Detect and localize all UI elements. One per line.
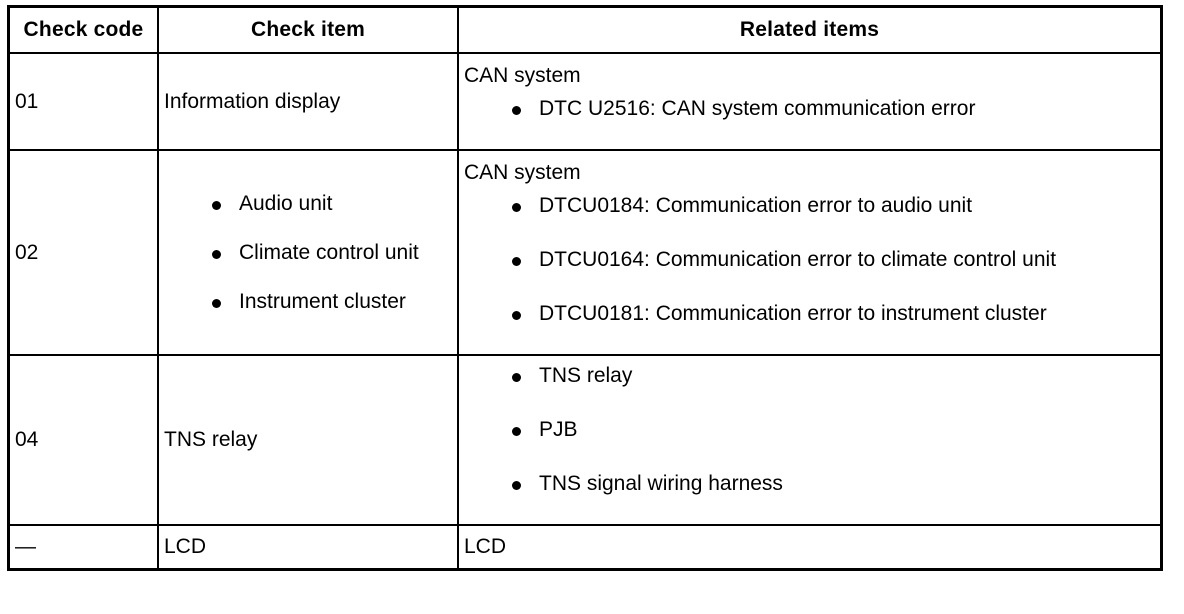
cell-related-items: CAN system DTC U2516: CAN system communi… (457, 52, 1162, 151)
related-items-list: DTC U2516: CAN system communication erro… (459, 95, 1160, 122)
table-header: Check code Check item Related items (8, 6, 1162, 54)
list-item: DTC U2516: CAN system communication erro… (459, 95, 1160, 122)
related-lead-text: CAN system (464, 161, 581, 184)
bullet-dot-icon (212, 299, 221, 308)
bullet-dot-icon (512, 311, 521, 320)
check-item-text: LCD (164, 535, 207, 558)
cell-check-code: 04 (8, 354, 159, 526)
list-item: Climate control unit (159, 239, 457, 266)
cell-related-items: LCD (457, 524, 1162, 570)
bullet-dot-icon (512, 373, 521, 382)
cell-check-item: TNS relay (157, 354, 459, 526)
table-row: 04 TNS relay TNS relay (8, 354, 1162, 526)
bullet-dot-icon (512, 427, 521, 436)
related-lead-text: LCD (464, 535, 507, 558)
table-header-row: Check code Check item Related items (8, 6, 1162, 54)
check-item-text: TNS relay (164, 428, 258, 451)
list-item: DTCU0184: Communication error to audio u… (459, 192, 1160, 219)
table-row: 02 Audio unit Climate control unit (8, 149, 1162, 356)
list-item-label: Climate control unit (239, 241, 419, 264)
list-item: PJB (459, 416, 1160, 443)
check-item-text: Information display (164, 89, 341, 113)
cell-check-code: — (8, 524, 159, 570)
cell-related-items: TNS relay PJB TNS signal wiring harness (457, 354, 1162, 526)
list-item-label: DTCU0164: Communication error to climate… (539, 248, 1057, 271)
related-items-list: DTCU0184: Communication error to audio u… (459, 192, 1160, 327)
list-item-label: Audio unit (239, 192, 333, 215)
cell-related-items: CAN system DTCU0184: Communication error… (457, 149, 1162, 356)
check-code-value: 02 (15, 240, 39, 264)
bullet-dot-icon (512, 481, 521, 490)
check-item-list: Audio unit Climate control unit Instrume… (159, 190, 457, 315)
bullet-dot-icon (512, 106, 521, 115)
list-item: Audio unit (159, 190, 457, 217)
related-items-list: TNS relay PJB TNS signal wiring harness (459, 362, 1160, 497)
list-item: TNS signal wiring harness (459, 470, 1160, 497)
list-item: Instrument cluster (159, 288, 457, 315)
list-item-label: DTCU0184: Communication error to audio u… (539, 194, 973, 217)
bullet-dot-icon (512, 257, 521, 266)
cell-check-item: Information display (157, 52, 459, 151)
list-item-label: DTC U2516: CAN system communication erro… (539, 97, 976, 120)
list-item-label: Instrument cluster (239, 290, 406, 313)
column-header-related-items: Related items (457, 6, 1162, 54)
cell-check-item: LCD (157, 524, 459, 570)
check-code-value: 04 (15, 428, 39, 451)
cell-check-item: Audio unit Climate control unit Instrume… (157, 149, 459, 356)
list-item-label: PJB (539, 418, 578, 441)
bullet-dot-icon (212, 201, 221, 210)
column-header-check-item: Check item (157, 6, 459, 54)
table-body: 01 Information display CAN system DTC U2… (8, 52, 1162, 570)
list-item: TNS relay (459, 362, 1160, 389)
column-header-check-code: Check code (8, 6, 159, 54)
table-row: — LCD LCD (8, 524, 1162, 570)
check-code-value: 01 (15, 89, 39, 113)
check-code-table: Check code Check item Related items 01 I… (7, 5, 1163, 571)
cell-check-code: 01 (8, 52, 159, 151)
list-item-label: DTCU0181: Communication error to instrum… (539, 302, 1047, 325)
bullet-dot-icon (512, 203, 521, 212)
list-item: DTCU0181: Communication error to instrum… (459, 300, 1160, 327)
bullet-dot-icon (212, 250, 221, 259)
check-code-value: — (15, 535, 36, 558)
cell-check-code: 02 (8, 149, 159, 356)
related-lead-text: CAN system (464, 64, 581, 87)
list-item-label: TNS signal wiring harness (539, 472, 783, 495)
list-item-label: TNS relay (539, 364, 633, 387)
list-item: DTCU0164: Communication error to climate… (459, 246, 1160, 273)
table-row: 01 Information display CAN system DTC U2… (8, 52, 1162, 151)
